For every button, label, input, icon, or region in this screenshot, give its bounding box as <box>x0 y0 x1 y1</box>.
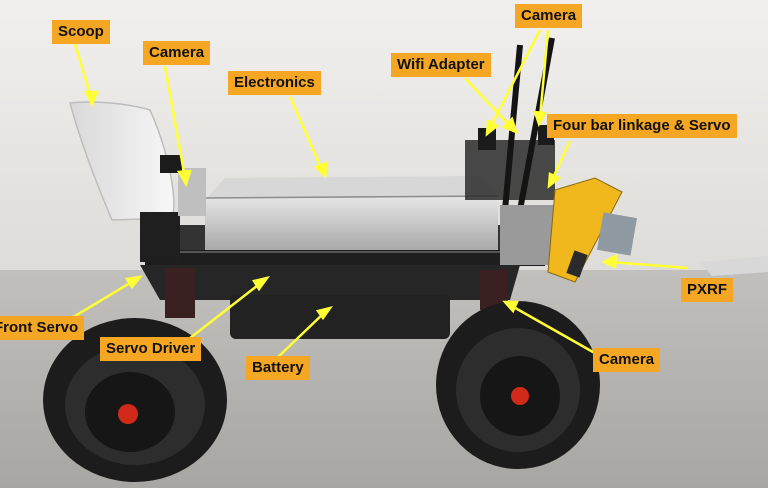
arrow-electronics <box>288 95 324 171</box>
label-camera-bottom: Camera <box>593 348 661 372</box>
arrow-camera-top-right-a <box>488 29 542 129</box>
electronics-box <box>204 176 499 250</box>
label-front-servo: Front Servo <box>0 316 85 340</box>
pointer-arrows <box>59 29 689 361</box>
arrow-servo-driver <box>184 281 263 343</box>
rear-wheel <box>436 301 600 469</box>
label-four-bar-linkage: Four bar linkage & Servo <box>547 114 737 138</box>
label-electronics: Electronics <box>228 71 321 95</box>
arrow-scoop <box>73 43 94 101</box>
arrow-wifi <box>464 77 513 129</box>
label-wifi-adapter: Wifi Adapter <box>391 53 491 77</box>
scoop <box>69 101 180 262</box>
arrow-battery <box>274 311 326 361</box>
label-servo-driver: Servo Driver <box>100 337 202 361</box>
arrow-camera-top-left <box>163 65 187 179</box>
label-camera-top-right: Camera <box>515 4 583 28</box>
arrow-camera-top-right-b <box>538 29 550 119</box>
label-battery: Battery <box>246 356 310 380</box>
floor-plate <box>700 256 768 276</box>
label-scoop: Scoop <box>52 20 110 44</box>
arrow-camera-bottom <box>509 303 601 358</box>
arrow-pxrf <box>609 260 689 270</box>
pxrf-device <box>547 177 638 283</box>
arrow-four-bar <box>550 140 572 181</box>
label-pxrf: PXRF <box>681 278 734 302</box>
label-camera-top-left: Camera <box>143 41 211 65</box>
